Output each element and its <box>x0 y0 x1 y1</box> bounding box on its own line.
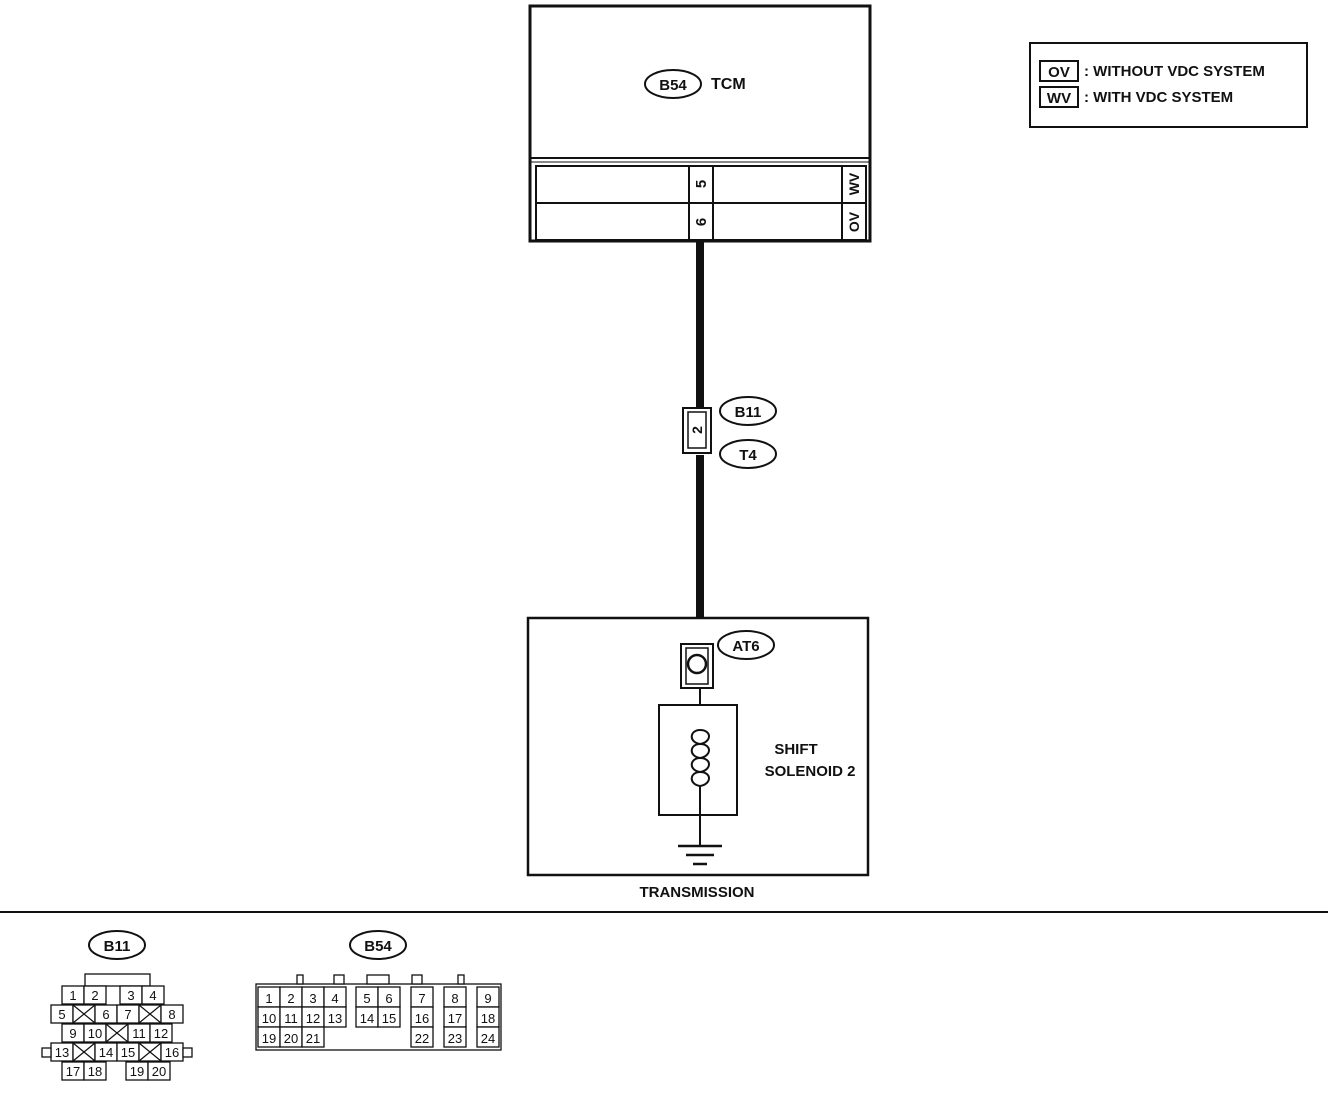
solenoid-label-line2: SOLENOID 2 <box>765 763 856 780</box>
tcm-pin-6: 6 <box>693 218 710 226</box>
connector-pin: 21 <box>306 1031 320 1046</box>
connector-pin: 9 <box>484 991 491 1006</box>
legend-text-ov: : WITHOUT VDC SYSTEM <box>1084 63 1265 80</box>
b54-face-tag <box>349 930 407 960</box>
connector-pin: 18 <box>88 1064 102 1079</box>
connector-pin: 24 <box>481 1031 495 1046</box>
tcm-variant-ov: OV <box>846 211 862 232</box>
connector-pin: 8 <box>168 1007 175 1022</box>
connector-pin: 10 <box>262 1011 276 1026</box>
solenoid-box <box>658 704 738 816</box>
connector-pin: 18 <box>481 1011 495 1026</box>
connector-pin: 7 <box>124 1007 131 1022</box>
legend-box <box>1029 42 1308 128</box>
connector-pin: 6 <box>385 991 392 1006</box>
connector-pin: 4 <box>331 991 338 1006</box>
connector-pin: 19 <box>262 1031 276 1046</box>
connector-pin: 1 <box>265 991 272 1006</box>
connector-pin: 17 <box>448 1011 462 1026</box>
connector-pin: 5 <box>58 1007 65 1022</box>
legend-text-wv: : WITH VDC SYSTEM <box>1084 89 1233 106</box>
tcm-pin-5: 5 <box>693 180 710 188</box>
connector-pin: 6 <box>102 1007 109 1022</box>
transmission-label: TRANSMISSION <box>639 884 754 901</box>
connector-pin: 7 <box>418 991 425 1006</box>
connector-pin: 16 <box>165 1045 179 1060</box>
legend-code-wv: WV <box>1047 90 1071 107</box>
connector-pin: 13 <box>55 1045 69 1060</box>
connector-pin: 11 <box>284 1011 298 1026</box>
connector-pin: 12 <box>154 1026 168 1041</box>
b54-face-tag-text: B54 <box>364 938 392 955</box>
connector-pin: 11 <box>132 1026 146 1041</box>
connector-pin: 14 <box>99 1045 113 1060</box>
connector-pin: 12 <box>306 1011 320 1026</box>
connector-pin: 20 <box>284 1031 298 1046</box>
connector-pin: 10 <box>88 1026 102 1041</box>
connector-pin: 1 <box>69 988 76 1003</box>
b11-face-tag-text: B11 <box>104 938 131 955</box>
tcm-connector-tag <box>644 69 702 99</box>
connector-pin: 4 <box>149 988 156 1003</box>
tcm-name: TCM <box>711 76 746 93</box>
connector-pin: 9 <box>69 1026 76 1041</box>
solenoid-label-line1: SHIFT <box>774 741 817 758</box>
b11-tag-text: B11 <box>735 404 762 421</box>
t4-tag-text: T4 <box>739 447 757 464</box>
at6-tag <box>717 630 775 660</box>
connector-pin: 13 <box>328 1011 342 1026</box>
connector-pin: 2 <box>91 988 98 1003</box>
b11-tag <box>719 396 777 426</box>
connector-pin: 17 <box>66 1064 80 1079</box>
connector-pin: 2 <box>287 991 294 1006</box>
connector-pin: 20 <box>152 1064 166 1079</box>
tcm-tag-text: B54 <box>659 77 687 94</box>
t4-tag <box>719 439 777 469</box>
connector-pin: 16 <box>415 1011 429 1026</box>
connector-pin: 8 <box>451 991 458 1006</box>
legend-code-ov: OV <box>1048 64 1070 81</box>
connector-pin: 5 <box>363 991 370 1006</box>
connector-pin: 3 <box>309 991 316 1006</box>
connector-pin: 15 <box>382 1011 396 1026</box>
connector-pin: 23 <box>448 1031 462 1046</box>
tcm-variant-wv: WV <box>846 172 862 195</box>
mid-connector-pin: 2 <box>689 426 705 434</box>
at6-tag-text: AT6 <box>732 638 759 655</box>
connector-pin: 19 <box>130 1064 144 1079</box>
connector-pin: 3 <box>127 988 134 1003</box>
connector-pin: 22 <box>415 1031 429 1046</box>
ground-icon <box>678 844 722 866</box>
connector-pin: 15 <box>121 1045 135 1060</box>
connector-pin: 14 <box>360 1011 374 1026</box>
b11-face-tag <box>88 930 146 960</box>
